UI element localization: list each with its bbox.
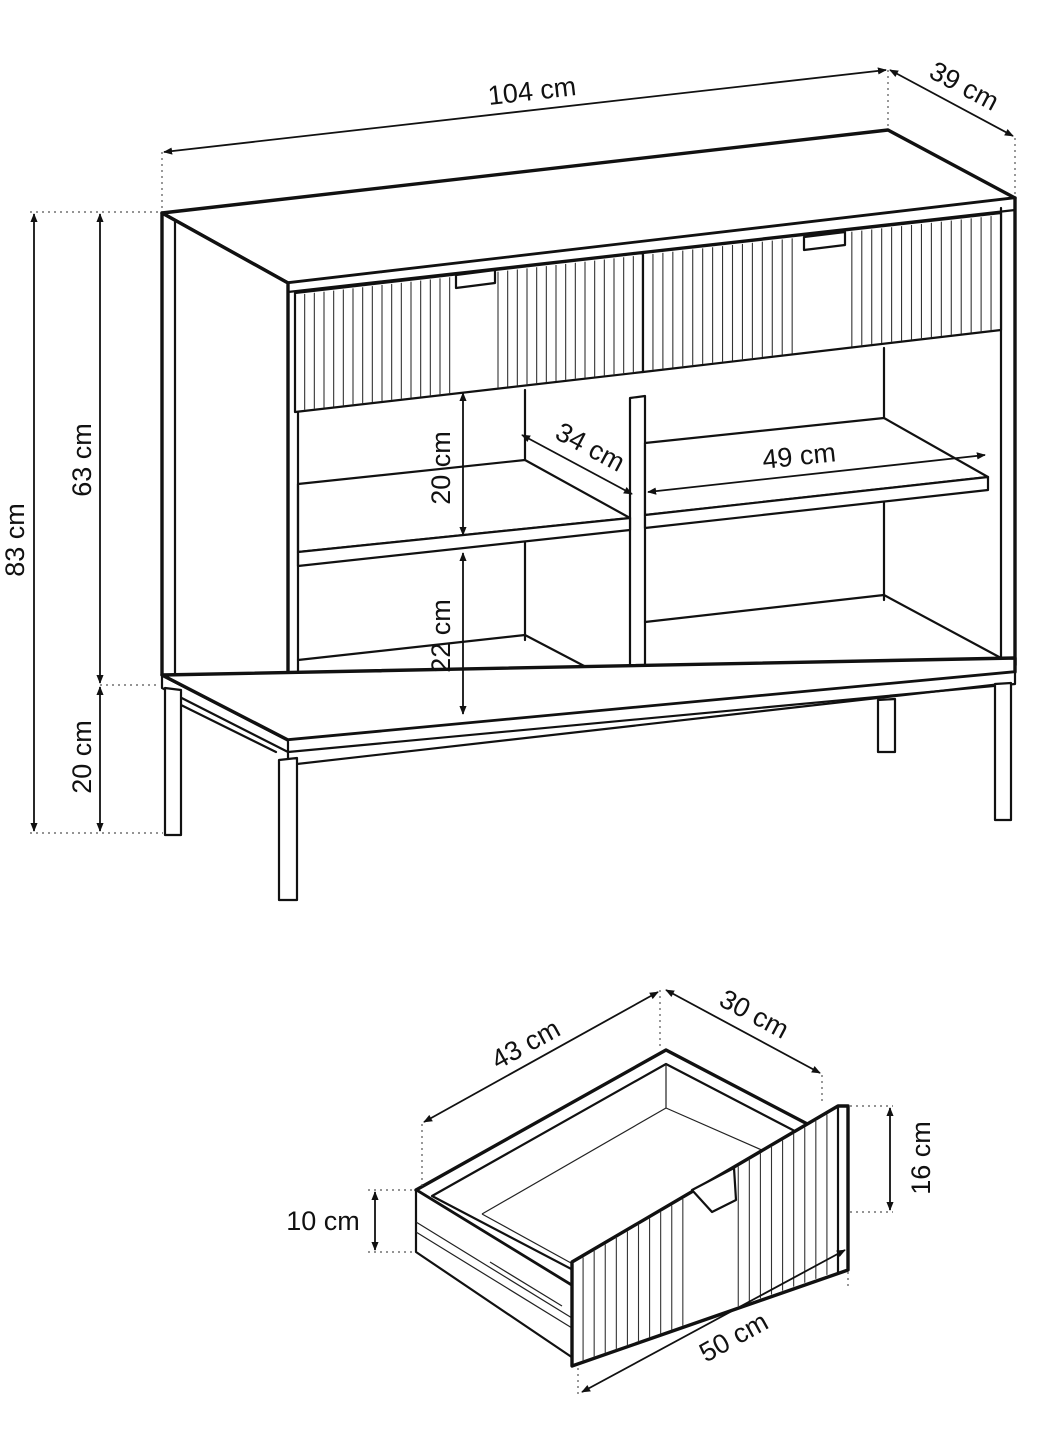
leg-height-label: 20 cm	[67, 720, 97, 794]
right-drawer-handle[interactable]	[802, 230, 847, 252]
drawer-handle[interactable]	[690, 1166, 738, 1214]
width-label: 104 cm	[486, 71, 577, 111]
center-divider	[628, 394, 647, 694]
sideboard-drawing	[160, 128, 1017, 902]
depth-dimension-line	[889, 69, 1014, 137]
body-height-label: 63 cm	[67, 423, 97, 497]
sideboard-dimensions: 104 cm 39 cm 83 cm 63 cm 20 cm 20 cm 22 …	[0, 56, 1016, 834]
drawer-front-height-label: 16 cm	[906, 1121, 936, 1195]
drawer-height-label: 10 cm	[286, 1206, 360, 1236]
bottom-right-back-line	[643, 593, 886, 624]
left-drawer-handle[interactable]	[454, 268, 497, 290]
bottom-left-back-line	[296, 633, 527, 662]
leg-back-right	[876, 697, 897, 754]
shelf-depth-line	[521, 434, 633, 495]
total-height-label: 83 cm	[0, 503, 30, 577]
lower-shelf-height-label: 22 cm	[426, 599, 456, 673]
drawer-runner-detail	[489, 1261, 563, 1307]
frame-side-rail-inner	[179, 703, 278, 754]
frame-front-rail	[286, 682, 1003, 767]
leg-front-right	[993, 681, 1013, 822]
drawer-front-width-line	[581, 1249, 846, 1393]
drawer-back-floor-left	[481, 1107, 667, 1215]
drawer-depth-label: 30 cm	[715, 984, 794, 1045]
bottom-right-depth-line	[882, 593, 1003, 660]
sideboard-left-side	[160, 211, 290, 742]
drawer-drawing	[414, 1048, 850, 1368]
upper-shelf-height-label: 20 cm	[426, 431, 456, 505]
drawer-length-line	[423, 991, 659, 1123]
drawer-runner-top	[415, 1221, 573, 1319]
leg-front-left	[277, 756, 299, 902]
depth-label: 39 cm	[925, 56, 1004, 117]
shelf-width-line	[647, 452, 986, 495]
drawer-floor-edge	[481, 1213, 572, 1264]
width-dimension-line	[163, 67, 887, 155]
drawer-flutes	[304, 216, 992, 410]
drawer-runner-bottom	[415, 1231, 573, 1329]
drawer-depth-line	[665, 989, 821, 1074]
base-board-front	[286, 670, 1017, 754]
leg-back-left	[163, 686, 183, 837]
shelf-depth-label: 34 cm	[551, 417, 630, 478]
